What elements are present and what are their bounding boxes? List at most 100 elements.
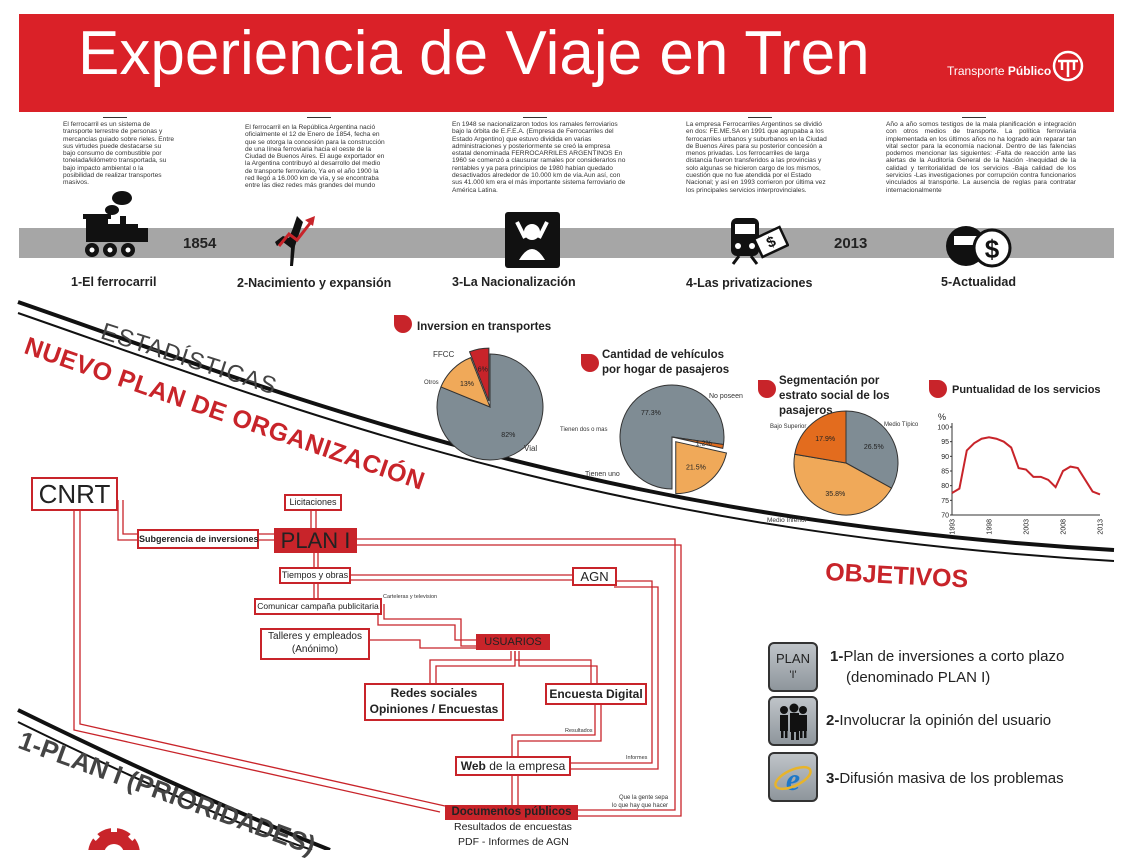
milestone-label: 3-La Nacionalización [452,275,576,289]
chart-title: Puntualidad de los servicios [952,384,1101,396]
plan-icon: PLAN 'I' [768,642,818,692]
y-axis-label: % [938,412,946,422]
chart-title: Segmentación por estrato social de los p… [779,375,890,417]
chart-marker-icon [581,354,599,372]
train-money-icon: $ [731,218,789,265]
pie-label: FFCC [433,350,455,359]
intro-text-3: En 1948 se nacionalizaron todos los rama… [452,121,626,194]
encuesta-box: Encuesta Digital [545,683,647,705]
x-tick-label: 1993 [950,519,957,535]
brand-logo-icon [1052,50,1084,82]
comunicar-box: Comunicar campaña publicitaria [254,598,382,615]
pie-label: Vial [524,444,538,453]
pie-slice [675,441,728,495]
pie-value-label: 17.9% [815,436,835,443]
milestone-label: 1-El ferrocarril [71,275,157,289]
divider [103,117,127,118]
pie-value-label: 35.8% [825,491,845,498]
pie-estrato: 26.5%35.8%17.9% [793,410,899,516]
pie-label: Tienen dos o mas [560,427,608,433]
cnrt-box: CNRT [31,477,118,511]
subgerencia-box: Subgerencia de inversiones [137,529,259,549]
pie-label: Tienen uno [585,471,620,478]
docs-resultados: Resultados de encuestas [454,821,572,833]
pie-vehiculos: 77.3% 1.2% 21.5% [619,384,728,495]
timeline-bar [19,228,1114,258]
pie-slice [845,410,899,489]
users-icon [768,696,818,746]
milestone-label: 5-Actualidad [941,275,1017,289]
gear-icon [88,824,140,850]
milestone-label: 4-Las privatizaciones [686,276,813,290]
intro-text-1: El ferrocarril es un sistema de transpor… [63,121,175,187]
licitaciones-box: Licitaciones [284,494,342,511]
x-tick-label: 2008 [1061,519,1068,535]
header-banner [19,14,1114,112]
x-tick-label: 1998 [987,519,994,535]
pie-label: Otros [424,380,439,386]
plan-box: PLAN I [274,528,357,553]
intro-text-2: El ferrocarril en la República Argentina… [245,124,385,190]
pie-label: No poseen [709,393,743,400]
y-tick-label: 80 [941,483,949,490]
web-box: Web de la empresa [455,756,571,776]
x-tick-label: 2003 [1024,519,1031,535]
pie-value-label: 1.2% [696,440,712,447]
brand-name: Transporte Público [947,64,1052,78]
talleres-box: Talleres y empleados(Anónimo) [260,628,370,660]
usuarios-box: USUARIOS [476,634,550,650]
year-label: 2013 [834,235,868,252]
documentos-box: Documentos públicos [445,805,578,820]
pie-value-label: 77.3% [641,410,661,417]
divider [962,117,986,118]
y-tick-label: 70 [941,513,949,520]
pie-value-label: 82% [501,432,515,439]
growth-arrow-icon [275,216,315,266]
resultados-note: Resultados [565,728,593,734]
chart-title: Cantidad de vehículos por hogar de pasaj… [602,349,730,376]
train-coin-icon: $ [946,226,1012,268]
pie-inversion: 82% 13% 6% [436,347,544,461]
carteleras-note: Carteleras y television [383,594,438,600]
chart-marker-icon [758,380,776,398]
pie-label: Bajo Superior [770,424,807,430]
line-puntualidad: % 70 75 80 85 90 95 100 1993 1998 2003 2008 2013 [937,412,1105,535]
pie-slice [794,410,847,464]
x-tick-label: 2013 [1098,519,1105,535]
pie-label: Medio Inferior [767,517,807,524]
objetivo-2: 2-Involucrar la opinión del usuario [826,712,1052,729]
pie-slice [440,357,491,408]
series-line [951,436,1101,496]
chart-title: Inversion en transportes [417,321,552,333]
intro-text-4: La empresa Ferrocarriles Argentinos se d… [686,121,827,194]
divider [748,117,772,118]
y-tick-label: 75 [941,498,949,505]
pie-slice [468,347,490,402]
agn-box: AGN [572,567,617,586]
chart-marker-icon [394,315,412,333]
internet-explorer-icon: e [768,752,818,802]
y-tick-label: 90 [941,454,949,461]
tiempos-box: Tiempos y obras [279,567,351,584]
pie-value-label: 21.5% [686,464,706,471]
pie-slice [671,436,725,449]
intro-text-5: Año a año somos testigos de la mala plan… [886,121,1076,194]
pie-value-label: 6% [478,366,488,373]
y-tick-label: 95 [941,439,949,446]
page-title: Experiencia de Viaje en Tren [78,19,870,88]
objetivo-3: 3-Difusión masiva de los problemas [826,770,1064,787]
y-tick-label: 100 [937,425,949,432]
locomotive-icon [83,191,148,257]
milestone-label: 2-Nacimiento y expansión [237,276,392,290]
pie-value-label: 13% [460,381,474,388]
objetivo-1: 1-Plan de inversiones a corto plazo [830,648,1065,665]
chart-marker-icon [929,380,947,398]
informes-note: Informes [626,755,648,761]
year-label: 1854 [183,235,217,252]
y-tick-label: 85 [941,469,949,476]
docs-pdf: PDF - Informes de AGN [458,836,569,848]
peron-portrait-icon [505,212,560,268]
